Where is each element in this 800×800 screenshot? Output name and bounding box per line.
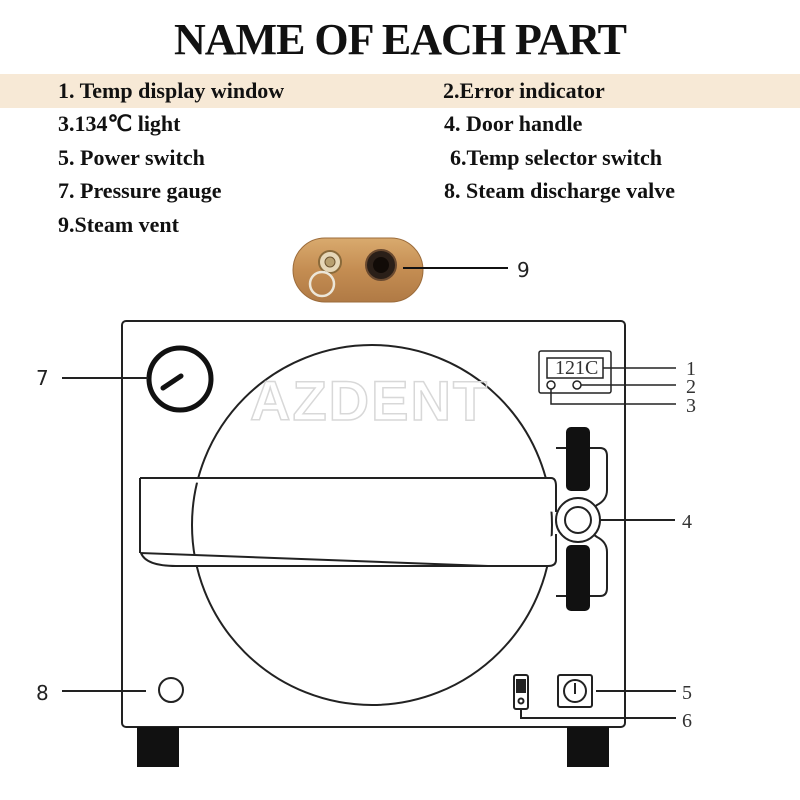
callout-3: 3	[686, 395, 696, 417]
legend-item-4: 4. Door handle	[444, 111, 583, 136]
highlight-band	[0, 74, 800, 108]
door-circle	[191, 344, 553, 706]
steam-discharge-valve	[62, 677, 184, 703]
callout-6: 6	[682, 710, 692, 732]
legend-item-5: 5. Power switch	[58, 145, 205, 170]
legend-item-7: 7. Pressure gauge	[58, 178, 222, 203]
temp-display-panel	[538, 350, 676, 405]
legend-item-6: 6.Temp selector switch	[450, 145, 663, 170]
callout-2: 2	[686, 376, 696, 398]
pressure-gauge	[62, 345, 214, 413]
left-foot	[137, 727, 179, 767]
legend-item-8: 8. Steam discharge valve	[444, 178, 675, 203]
watermark: AZDENT	[250, 369, 489, 432]
pull-ring-icon	[308, 270, 336, 298]
display-reading: 121C	[555, 357, 598, 379]
legend-item-3: 3.134℃ light	[58, 111, 181, 136]
light-134c	[572, 380, 582, 390]
right-foot	[567, 727, 609, 767]
callout-1: 1	[686, 358, 696, 380]
legend-item-2: 2.Error indicator	[443, 78, 605, 103]
door-handle-bar	[139, 477, 557, 567]
door-handle	[555, 427, 675, 611]
page-title: NAME OF EACH PART	[174, 15, 627, 64]
steam-vent-inset	[292, 237, 508, 303]
autoclave-body	[121, 320, 626, 728]
callout-5: 5	[682, 682, 692, 704]
legend-item-1: 1. Temp display window	[58, 78, 285, 103]
error-indicator-light	[546, 380, 556, 390]
callout-8: 8	[36, 681, 49, 705]
legend-item-9: 9.Steam vent	[58, 212, 179, 237]
callout-7: 7	[36, 366, 49, 390]
callout-4: 4	[682, 511, 692, 533]
power-switch	[557, 674, 676, 708]
callout-9: 9	[517, 258, 530, 282]
temp-selector-switch	[513, 674, 676, 719]
